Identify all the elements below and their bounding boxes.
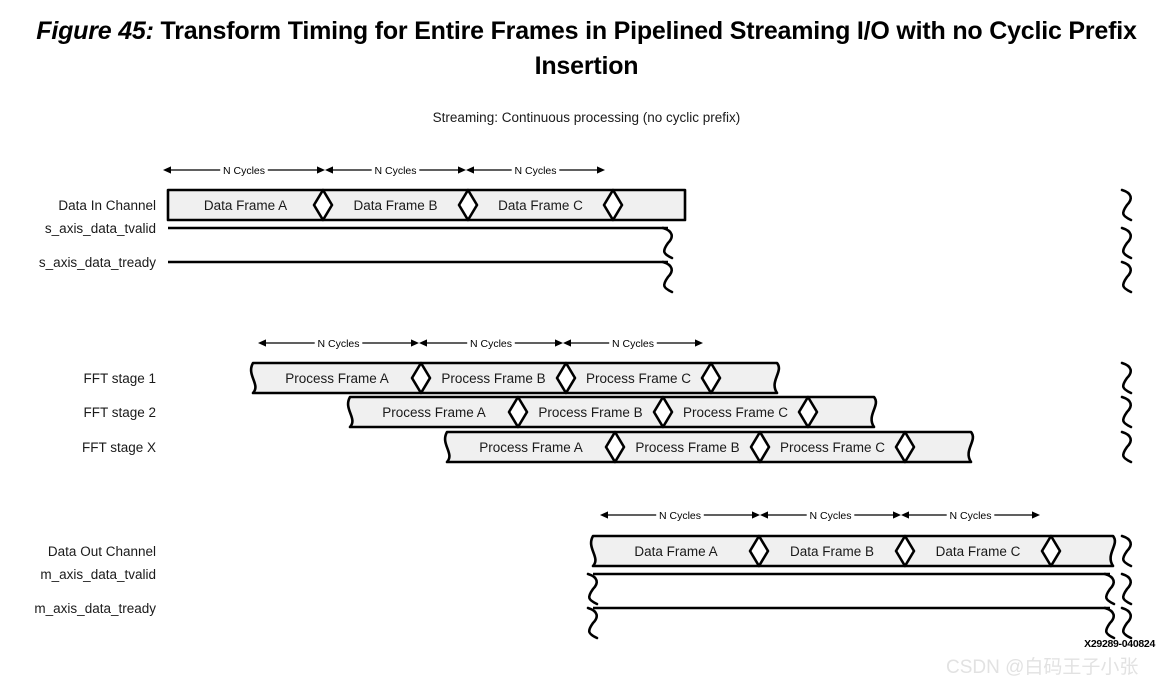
bus-segment-empty [903, 430, 975, 464]
break-mark-icon [1120, 188, 1133, 222]
bus-segment [249, 361, 423, 395]
cycle-label: N Cycles [470, 338, 512, 350]
timing-section-input: Data In Channel N Cycles N Cycles N CyclesD… [39, 165, 687, 294]
cycle-arrow-right-icon [555, 339, 563, 347]
signal-wave-right-icon [1103, 606, 1116, 640]
break-mark-icon [1120, 260, 1133, 294]
timing-row: m_axis_data_tready [34, 601, 1116, 640]
row-label: FFT stage 1 [83, 371, 156, 386]
timing-row: Data In Channel N Cycles N Cycles N CyclesD… [58, 165, 687, 222]
row-label: Data In Channel [58, 198, 156, 213]
bus-segment-label: Process Frame C [586, 371, 691, 386]
bus-segment-empty [1049, 534, 1117, 568]
cycle-arrow-left-icon [258, 339, 266, 347]
break-mark-icon [1120, 430, 1133, 464]
cycle-arrow-left-icon [325, 166, 333, 174]
break-mark-icon [1120, 534, 1133, 568]
signal-wave-left-icon [586, 572, 599, 606]
row-label: m_axis_data_tvalid [40, 567, 156, 582]
cycle-label: N Cycles [949, 510, 991, 522]
cycle-arrow-left-icon [466, 166, 474, 174]
break-mark-icon [1120, 361, 1133, 395]
cycle-arrow-left-icon [563, 339, 571, 347]
bus-segment-label: Data Frame C [936, 544, 1021, 559]
bus-segment-label: Process Frame C [683, 405, 788, 420]
bus-segment-label: Process Frame B [635, 440, 739, 455]
cycle-label: N Cycles [514, 165, 556, 177]
cycle-arrow-left-icon [600, 511, 608, 519]
bus-segment-empty [806, 395, 878, 429]
bus-segment-label: Data Frame A [204, 198, 287, 213]
row-label: s_axis_data_tready [39, 255, 156, 270]
bus-segment [443, 430, 617, 464]
cycle-arrow-right-icon [458, 166, 466, 174]
row-label: FFT stage X [82, 440, 156, 455]
cycle-label: N Cycles [317, 338, 359, 350]
bus-segment-label: Process Frame C [780, 440, 885, 455]
cycle-arrow-right-icon [752, 511, 760, 519]
break-mark-icon [1120, 572, 1133, 606]
bus-segment-label: Process Frame B [538, 405, 642, 420]
timing-row: m_axis_data_tvalid [40, 567, 1116, 606]
cycle-arrow-left-icon [901, 511, 909, 519]
timing-row: FFT stage 1 N Cycles N Cycles N CyclesProce… [83, 338, 781, 395]
bus-segment-empty [709, 361, 781, 395]
row-label: FFT stage 2 [83, 405, 156, 420]
bus-segment [166, 188, 325, 222]
cycle-arrow-right-icon [411, 339, 419, 347]
timing-row: s_axis_data_tvalid [45, 221, 674, 260]
figure-title: Figure 45: Transform Timing for Entire F… [30, 14, 1143, 84]
cycle-label: N Cycles [223, 165, 265, 177]
timing-section-fft-stages: FFT stage 1 N Cycles N Cycles N CyclesProce… [82, 338, 975, 464]
bus-segment [589, 534, 761, 568]
bus-segment-label: Process Frame A [382, 405, 486, 420]
signal-wave-right-icon [661, 260, 674, 294]
bus-segment-label: Data Frame B [353, 198, 437, 213]
figure-subtitle: Streaming: Continuous processing (no cyc… [432, 110, 741, 125]
document-id: X29289-040824 [1084, 638, 1155, 650]
signal-wave-left-icon [586, 606, 599, 640]
row-label: Data Out Channel [48, 544, 156, 559]
bus-segment-empty [611, 188, 687, 222]
cycle-label: N Cycles [659, 510, 701, 522]
bus-segment-label: Process Frame A [285, 371, 389, 386]
row-label: s_axis_data_tvalid [45, 221, 156, 236]
bus-segment [346, 395, 520, 429]
bus-segment-label: Process Frame B [441, 371, 545, 386]
bus-segment-label: Data Frame C [498, 198, 583, 213]
break-mark-icon [1120, 226, 1133, 260]
cycle-arrow-right-icon [317, 166, 325, 174]
cycle-arrow-right-icon [893, 511, 901, 519]
cycle-label: N Cycles [809, 510, 851, 522]
break-mark-icon [1120, 395, 1133, 429]
cycle-label: N Cycles [374, 165, 416, 177]
break-mark-icon [1120, 606, 1133, 640]
signal-wave-right-icon [1103, 572, 1116, 606]
cycle-arrow-left-icon [163, 166, 171, 174]
cycle-arrow-left-icon [419, 339, 427, 347]
cycle-arrow-left-icon [760, 511, 768, 519]
timing-row: FFT stage 2 Process Frame A Process Frame … [83, 395, 878, 429]
timing-section-output: Data Out Channel N Cycles N Cycles N Cycles… [34, 510, 1117, 640]
timing-row: s_axis_data_tready [39, 255, 674, 294]
bus-segment-label: Data Frame A [634, 544, 717, 559]
timing-row: Data Out Channel N Cycles N Cycles N Cycles… [48, 510, 1117, 568]
cycle-label: N Cycles [612, 338, 654, 350]
watermark: CSDN @白码王子小张 [946, 657, 1139, 678]
break-marks [1120, 188, 1133, 640]
figure-title-text: Transform Timing for Entire Frames in Pi… [160, 17, 1137, 80]
figure-number: Figure 45: [36, 17, 154, 45]
signal-wave-right-icon [661, 226, 674, 260]
timing-row: FFT stage X Process Frame A Process Frame … [82, 430, 975, 464]
bus-segment-label: Data Frame B [790, 544, 874, 559]
cycle-arrow-right-icon [597, 166, 605, 174]
bus-segment-label: Process Frame A [479, 440, 583, 455]
row-label: m_axis_data_tready [34, 601, 156, 616]
cycle-arrow-right-icon [1032, 511, 1040, 519]
cycle-arrow-right-icon [695, 339, 703, 347]
